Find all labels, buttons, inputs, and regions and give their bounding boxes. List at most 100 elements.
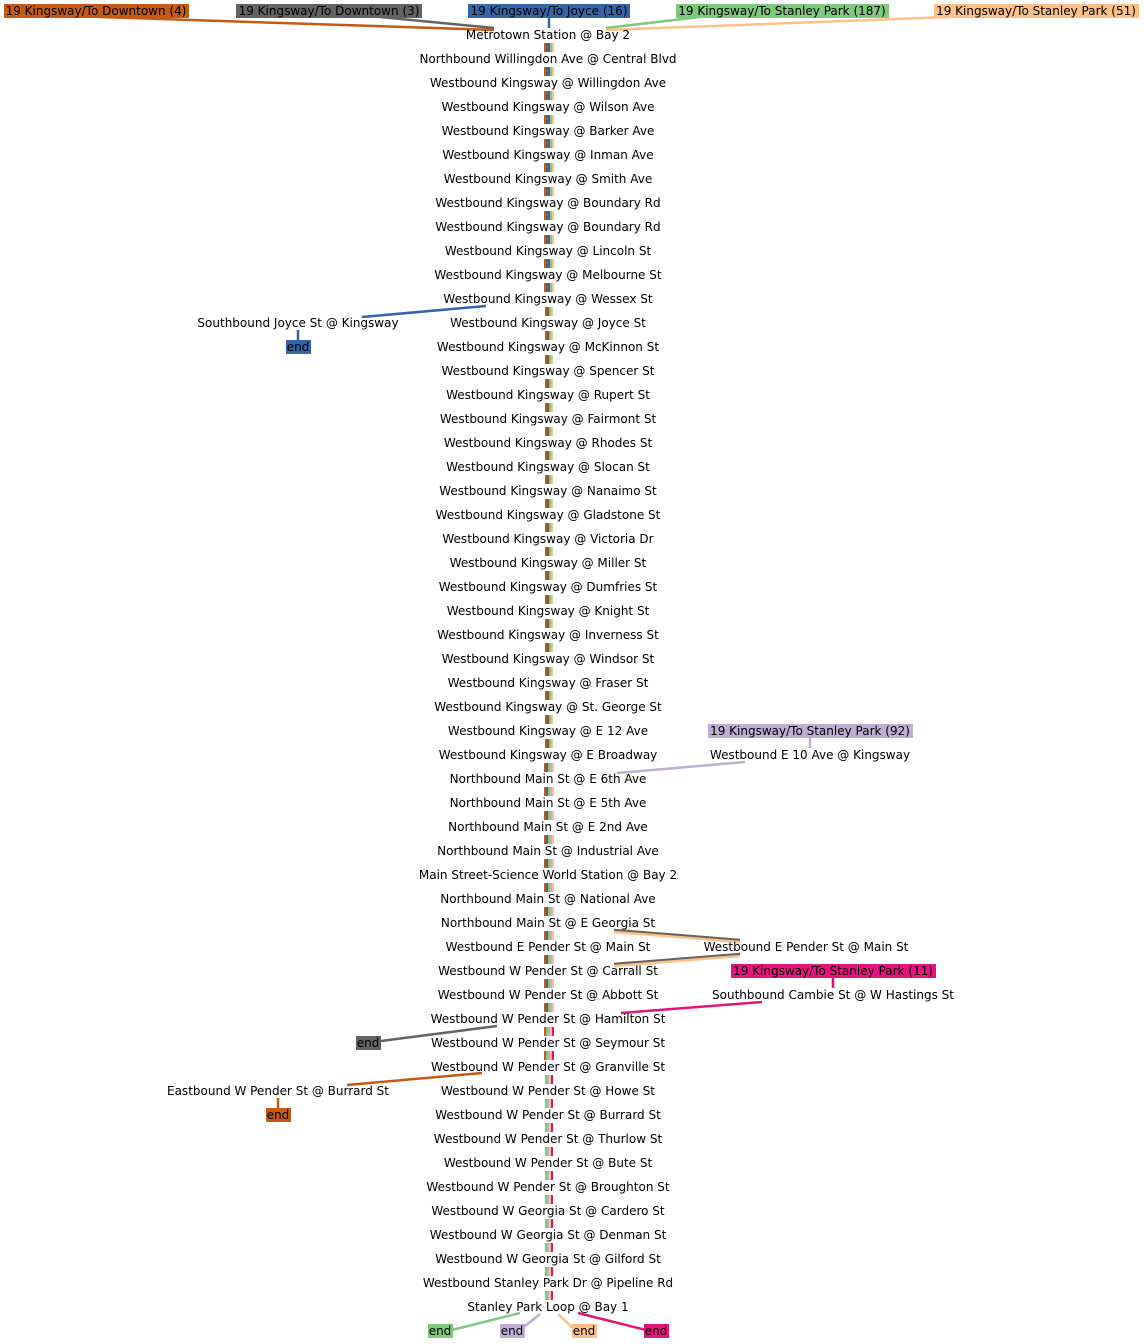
trunk-segment [545,1291,547,1300]
stop-label: Westbound W Georgia St @ Gilford St [435,1252,661,1266]
trunk-segment [544,163,546,172]
trunk-segment [545,715,547,724]
stop-label: Westbound Kingsway @ Dumfries St [439,580,658,594]
trunk-segment [544,979,546,988]
side-stop-e10: Westbound E 10 Ave @ Kingsway [710,748,910,762]
end-stanley-187-box [428,1324,453,1338]
route-stanley-92-box [708,724,913,738]
trunk-segment [547,1291,549,1300]
trunk-segment [552,211,554,220]
side-stop-joyce: Southbound Joyce St @ Kingsway [197,316,398,330]
trunk-segment [547,1195,549,1204]
trunk-segment [546,187,548,196]
stop-label: Westbound W Pender St @ Broughton St [426,1180,669,1194]
trunk-segment [551,523,553,532]
trunk-segment [545,1195,547,1204]
trunk-segment [549,1291,551,1300]
trunk-segment [545,523,547,532]
trunk-segment [548,67,550,76]
trunk-segment [551,667,553,676]
stop-label: Westbound Kingsway @ Inverness St [437,628,659,642]
trunk-segment [547,619,549,628]
trunk-segment [544,1003,546,1012]
trunk-segment [549,1219,551,1228]
trunk-segment [548,283,550,292]
trunk-segment [548,235,550,244]
trunk-segment [548,907,550,916]
trunk-segment [546,115,548,124]
trunk-segment [552,811,554,820]
trunk-segment [550,1051,552,1060]
trunk-segment [544,931,546,940]
stop-label: Westbound W Pender St @ Thurlow St [434,1132,663,1146]
trunk-segment [551,1123,553,1132]
trunk-segment [551,1075,553,1084]
stop-label: Westbound W Pender St @ Seymour St [431,1036,665,1050]
end-stanley-92-box [500,1324,525,1338]
trunk-segment [549,619,551,628]
trunk-segment [552,883,554,892]
trunk-segment [551,403,553,412]
stop-label: Northbound Main St @ E Georgia St [441,916,655,930]
stop-label: Westbound Kingsway @ Fairmont St [440,412,657,426]
trunk-segment [548,259,550,268]
connector-downtown-3-end [380,1024,498,1043]
trunk-segment [548,883,550,892]
trunk-segment [545,1123,547,1132]
connector-downtown-3-start [379,15,495,30]
route-stanley-11-box [731,964,936,978]
trunk-segment [552,115,554,124]
trunk-segment [544,907,546,916]
route-connectors [99,15,951,1332]
trunk-segment [549,547,551,556]
stop-label: Westbound W Pender St @ Hamilton St [431,1012,666,1026]
trunk-segment [547,379,549,388]
trunk-segment [551,1147,553,1156]
trunk-segment [549,331,551,340]
trunk-segment [547,1219,549,1228]
trunk-segment [549,1243,551,1252]
trunk-segment [546,787,548,796]
stop-label: Westbound Kingsway @ Gladstone St [436,508,661,522]
stop-label: Westbound Kingsway @ Nanaimo St [439,484,657,498]
trunk-segment [545,499,547,508]
trunk-segment [550,907,552,916]
trunk-segment [546,91,548,100]
stop-label: Westbound E Pender St @ Main St [446,940,651,954]
trunk-segment [550,787,552,796]
route-stanley-51-label: 19 Kingsway/To Stanley Park (51) [936,4,1136,18]
trunk-segment [544,211,546,220]
route-downtown-4-box [4,4,189,18]
end-stanley-51-box [572,1324,597,1338]
trunk-segment [544,955,546,964]
stop-label: Westbound Kingsway @ Spencer St [442,364,655,378]
trunk-segment [548,187,550,196]
trunk-segment [551,499,553,508]
trunk-segment [548,1027,550,1036]
trunk-segment [551,691,553,700]
trunk-segment [548,163,550,172]
trunk-segment [550,835,552,844]
trunk-segment [545,307,547,316]
trunk-segment [547,739,549,748]
trunk-segment [546,883,548,892]
trunk-segment [545,379,547,388]
trunk-segment [552,979,554,988]
trunk-segment [544,91,546,100]
trunk-segment [544,1027,546,1036]
stop-label: Westbound Kingsway @ Barker Ave [442,124,655,138]
stop-label: Westbound Kingsway @ Fraser St [448,676,649,690]
trunk-segment [552,787,554,796]
trunk-segment [551,451,553,460]
trunk-segment [549,355,551,364]
stop-label: Westbound Kingsway @ E 12 Ave [448,724,648,738]
route-stanley-51-box [934,4,1139,18]
end-stanley-187-label: end [429,1324,452,1338]
trunk-segment [545,643,547,652]
end-downtown-3-box [356,1036,381,1050]
stop-label: Westbound Kingsway @ Windsor St [442,652,655,666]
trunk-segment [550,931,552,940]
trunk-segment [550,211,552,220]
trunk-segment [547,307,549,316]
trunk-segment [549,427,551,436]
